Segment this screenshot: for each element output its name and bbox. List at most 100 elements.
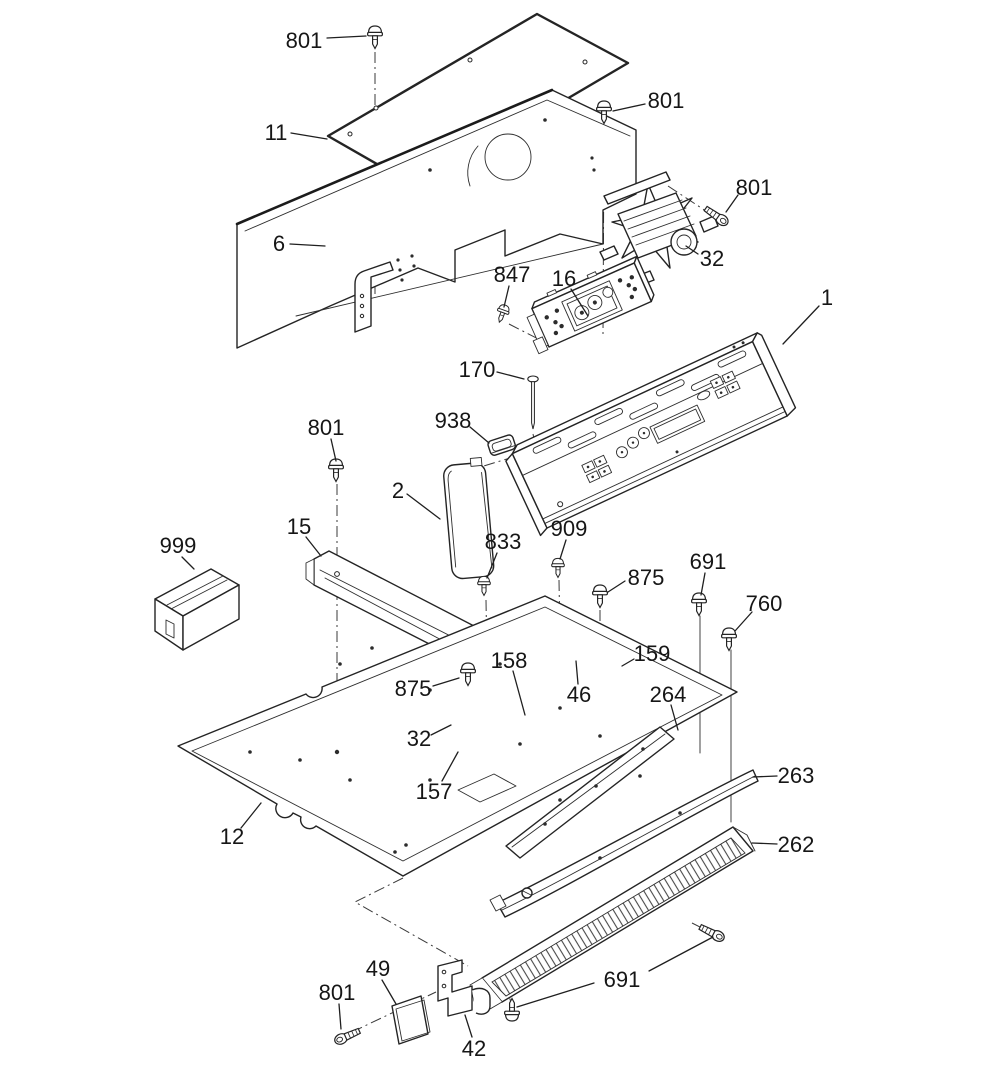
part-1-control-panel-shape xyxy=(629,402,659,420)
callout-label: 875 xyxy=(395,676,432,701)
leader-line xyxy=(381,979,397,1005)
callout-label: 938 xyxy=(435,408,472,433)
part-12-base-panel-shape xyxy=(404,843,408,847)
part-49-plate-shape xyxy=(391,995,429,1045)
part-32-convection-motor-shape xyxy=(676,234,692,250)
screw-847 xyxy=(493,302,512,325)
part-6-chassis-body-shape xyxy=(590,156,594,160)
part-264-trim xyxy=(505,726,675,859)
callout-170-9: 170 xyxy=(459,357,525,382)
callout-46-21: 46 xyxy=(567,660,591,707)
part-42-bracket-shape xyxy=(441,983,447,989)
part-1-control-panel-shape xyxy=(567,431,597,449)
callout-label: 15 xyxy=(287,514,311,539)
callout-label: 801 xyxy=(736,175,773,200)
callout-label: 159 xyxy=(634,641,671,666)
callout-938-10: 938 xyxy=(435,408,490,444)
part-16-control-board-shape xyxy=(602,286,614,298)
part-999-box-shape xyxy=(166,575,224,606)
part-999-box xyxy=(154,568,240,651)
callout-label: 262 xyxy=(778,832,815,857)
part-12-base-panel-shape xyxy=(638,774,642,778)
callout-label: 833 xyxy=(485,529,522,554)
part-263-trim-shape xyxy=(489,894,507,912)
part-12-base-panel-shape xyxy=(191,606,723,862)
part-2-end-cap-shape xyxy=(443,462,495,580)
part-1-control-panel-shape xyxy=(642,431,646,435)
part-1-control-panel-shape xyxy=(631,441,635,444)
part-16-control-board-shape xyxy=(632,286,638,292)
callout-801-32: 801 xyxy=(319,980,356,1030)
callout-label: 999 xyxy=(160,533,197,558)
callout-label: 760 xyxy=(746,591,783,616)
part-6-chassis-body-shape xyxy=(543,118,547,122)
leader-line xyxy=(432,677,460,687)
part-16-control-board-shape xyxy=(553,320,558,325)
leader-line xyxy=(670,704,679,731)
part-1-control-panel-shape xyxy=(603,470,606,473)
leader-line xyxy=(338,1003,342,1030)
screw-691-upper xyxy=(690,592,708,617)
part-1-control-panel-shape xyxy=(557,501,564,508)
part-999-box-shape xyxy=(165,619,175,639)
callout-label: 801 xyxy=(286,28,323,53)
callout-158-24: 158 xyxy=(491,648,527,716)
part-12-base-panel-shape xyxy=(298,758,302,762)
part-1-control-panel-shape xyxy=(655,379,685,397)
part-6-chassis-body-shape xyxy=(398,268,402,272)
callout-label: 801 xyxy=(308,415,345,440)
callout-label: 32 xyxy=(700,246,724,271)
leader-line xyxy=(496,371,525,380)
part-6-chassis-body-shape xyxy=(400,278,404,282)
part-1-control-panel-shape xyxy=(719,391,723,395)
callout-263-27: 263 xyxy=(752,763,814,788)
part-1-control-panel-shape xyxy=(732,345,736,349)
callout-label: 264 xyxy=(650,682,687,707)
part-6-chassis-body-shape xyxy=(412,264,416,268)
part-11-top-panel-shape xyxy=(373,105,379,111)
callout-42-33: 42 xyxy=(462,1014,486,1061)
callout-label: 16 xyxy=(552,266,576,291)
part-1-control-panel-shape xyxy=(731,385,735,389)
part-6-chassis-body-shape xyxy=(410,254,414,258)
part-938-clip-shape xyxy=(491,438,512,452)
callout-801-4: 801 xyxy=(725,175,773,213)
screw-801-middle xyxy=(328,458,344,483)
part-263-trim-shape xyxy=(522,890,532,896)
leader-line xyxy=(441,751,459,782)
part-16-control-board xyxy=(526,255,655,355)
leader-line xyxy=(621,658,635,667)
leader-line xyxy=(486,552,498,579)
leader-line xyxy=(290,132,328,140)
part-6-chassis-body-shape xyxy=(396,258,400,262)
callout-label: 46 xyxy=(567,682,591,707)
bolt-801-bottom xyxy=(332,1025,362,1047)
part-16-control-board-shape xyxy=(554,308,560,313)
part-6-chassis-body-shape xyxy=(244,99,631,232)
callout-6-2: 6 xyxy=(273,231,326,256)
part-264-trim-shape xyxy=(543,822,547,826)
callout-label: 801 xyxy=(319,980,356,1005)
part-42-bracket-shape xyxy=(471,987,491,1015)
part-262-vent-trim-shape xyxy=(491,837,746,997)
part-12-base-panel-shape xyxy=(370,646,374,650)
leader-line xyxy=(503,285,510,308)
part-16-control-board-shape xyxy=(629,294,635,300)
callout-999-13: 999 xyxy=(160,533,197,570)
leader-line xyxy=(575,660,579,685)
callout-label: 11 xyxy=(265,120,288,145)
part-11-top-panel-shape xyxy=(582,59,588,65)
leader-line xyxy=(240,802,262,829)
callout-label: 691 xyxy=(604,967,641,992)
part-42-bracket-shape xyxy=(437,959,473,1017)
part-15-bracket-shape xyxy=(305,558,315,586)
center-lines-shape xyxy=(443,451,531,479)
leader-line xyxy=(570,288,589,317)
callout-11-1: 11 xyxy=(265,120,328,145)
part-6-chassis-body-shape xyxy=(592,168,596,172)
part-7-bracket-shape xyxy=(359,303,365,309)
part-16-control-board-shape xyxy=(544,315,549,320)
part-1-control-panel-shape xyxy=(717,350,747,368)
